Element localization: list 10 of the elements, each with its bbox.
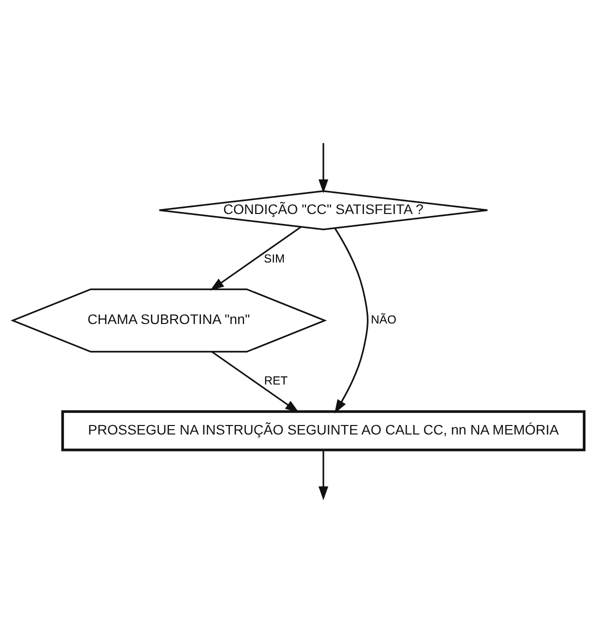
- arrow: [212, 351, 300, 413]
- arrow: [318, 450, 328, 500]
- arrow: [334, 228, 368, 414]
- node-diamond: CONDIÇÃO "CC" SATISFEITA ?: [158, 190, 488, 230]
- edge-label: RET: [264, 374, 288, 388]
- edge-label: SIM: [264, 252, 285, 266]
- edge-label: NÃO: [370, 313, 396, 326]
- arrow: [210, 226, 302, 291]
- arrow: [318, 143, 328, 194]
- node-box: PROSSEGUE NA INSTRUÇÃO SEGUINTE AO CALL CC, nn NA MEMÓRIA: [61, 410, 586, 452]
